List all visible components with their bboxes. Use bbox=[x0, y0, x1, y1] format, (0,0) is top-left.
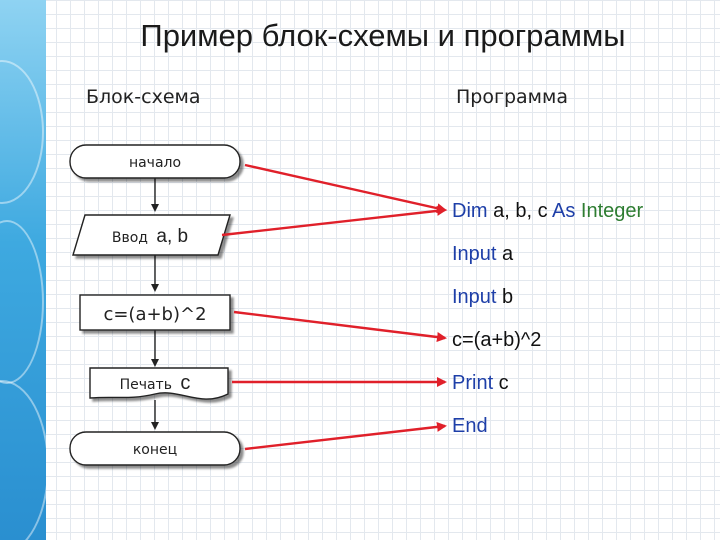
input-word: Ввод bbox=[112, 230, 148, 246]
keyword-dim: Dim bbox=[452, 200, 488, 222]
code-line-print: Print c bbox=[452, 372, 509, 395]
code-line-input-a: Input a bbox=[452, 243, 513, 266]
output-label: Печать c bbox=[120, 372, 191, 394]
keyword-input: Input bbox=[452, 243, 497, 265]
input-var-b: b bbox=[496, 286, 514, 308]
end-label: конец bbox=[133, 442, 177, 458]
code-line-dim: Dim a, b, c As Integer bbox=[452, 200, 643, 223]
input-block bbox=[72, 214, 231, 256]
code-line-assign: c=(a+b)^2 bbox=[452, 329, 541, 352]
flowchart-header: Блок-схема bbox=[86, 86, 201, 108]
keyword-integer: Integer bbox=[575, 200, 644, 222]
keyword-print: Print bbox=[452, 372, 494, 394]
start-block bbox=[69, 144, 241, 179]
process-label: c=(a+b)^2 bbox=[103, 304, 206, 325]
keyword-input: Input bbox=[452, 286, 497, 308]
end-block bbox=[69, 431, 241, 466]
keyword-end: End bbox=[452, 415, 488, 437]
print-var: c bbox=[493, 372, 509, 394]
program-header: Программа bbox=[456, 86, 568, 108]
process-block bbox=[79, 294, 231, 331]
decorative-sidebar bbox=[0, 0, 46, 540]
map-arrow-start bbox=[244, 163, 447, 214]
assign-statement: c=(a+b)^2 bbox=[452, 329, 542, 351]
keyword-as: As bbox=[552, 200, 576, 222]
output-var: c bbox=[180, 372, 190, 394]
code-line-input-b: Input b bbox=[452, 286, 513, 309]
input-label: Ввод a, b bbox=[112, 226, 188, 247]
code-line-end: End bbox=[452, 415, 488, 438]
dim-vars: a, b, c bbox=[487, 200, 553, 222]
page-title: Пример блок-схемы и программы bbox=[140, 18, 626, 53]
output-block bbox=[89, 367, 229, 400]
start-label: начало bbox=[129, 155, 181, 171]
input-var-a: a bbox=[496, 243, 514, 265]
map-arrow-input bbox=[221, 205, 447, 237]
output-word: Печать bbox=[120, 377, 172, 393]
input-vars: a, b bbox=[156, 226, 188, 247]
map-arrow-process bbox=[233, 310, 447, 342]
map-arrow-end bbox=[244, 421, 447, 451]
